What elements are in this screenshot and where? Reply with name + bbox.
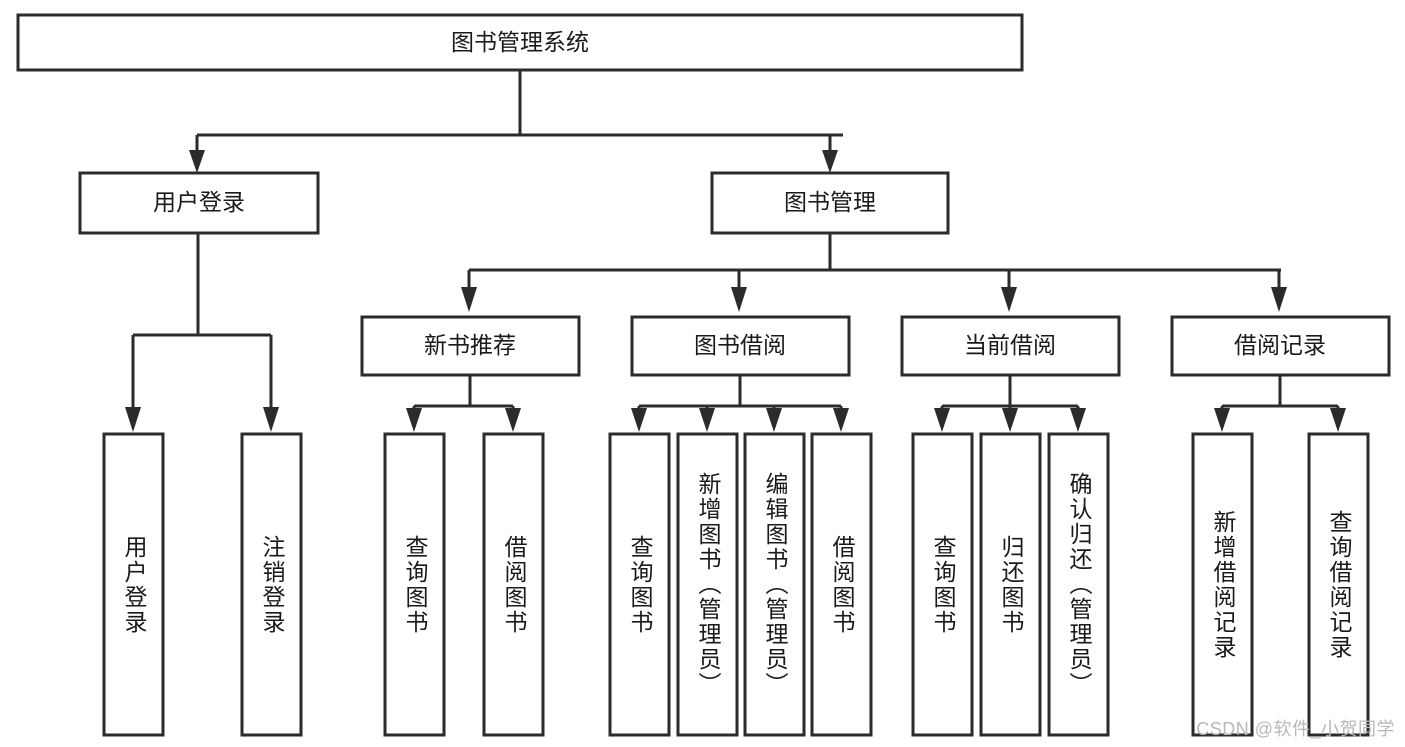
node-borrow-record-box[interactable] — [1170, 315, 1391, 377]
connector-group-root — [189, 70, 843, 173]
node-book-borrow[interactable]: 图书借阅 — [630, 315, 851, 377]
leaf-box-borrow-book-2[interactable] — [810, 432, 873, 737]
leaf-box-confirm-return-admin[interactable] — [1047, 432, 1110, 737]
node-root-label: 图书管理系统 — [451, 29, 589, 55]
leaf-box-borrow-book-1[interactable] — [482, 432, 545, 737]
node-book-mgmt-box[interactable] — [710, 171, 950, 235]
arrow-head-nb-leaf-2 — [505, 408, 521, 432]
node-user-login[interactable]: 用户登录 — [78, 171, 320, 235]
node-borrow-record[interactable]: 借阅记录 — [1170, 315, 1391, 377]
leaf-box-add-borrow-record[interactable] — [1191, 432, 1254, 737]
connector-group-new-book — [406, 375, 521, 432]
arrow-head-bb-leaf-4 — [833, 408, 849, 432]
arrow-head-bb-leaf-1 — [631, 408, 647, 432]
node-new-book-recommend-box[interactable] — [360, 315, 581, 377]
connector-group-user-login — [125, 233, 279, 432]
watermark-text: CSDN @软件_小贺同学 — [1196, 719, 1395, 739]
arrow-head-book-borrow — [731, 287, 747, 312]
leaf-box-query-book-2[interactable] — [608, 432, 671, 737]
node-book-borrow-label: 图书借阅 — [694, 332, 786, 358]
arrow-head-current-borrow — [1001, 287, 1017, 312]
node-new-book-recommend-label: 新书推荐 — [424, 332, 516, 358]
leaf-box-edit-book-admin[interactable] — [743, 432, 806, 737]
arrow-head-leaf-logout — [263, 407, 279, 432]
leaf-box-query-book-3[interactable] — [911, 432, 974, 737]
node-book-borrow-box[interactable] — [630, 315, 851, 377]
arrow-head-br-leaf-1 — [1214, 408, 1230, 432]
leaf-box-query-book-1[interactable] — [383, 432, 446, 737]
node-current-borrow[interactable]: 当前借阅 — [900, 315, 1121, 377]
leaf-box-return-book[interactable] — [979, 432, 1042, 737]
leaf-box-add-book-admin[interactable] — [676, 432, 739, 737]
leaf-box-query-borrow-record[interactable] — [1307, 432, 1370, 737]
node-user-login-label: 用户登录 — [153, 189, 245, 215]
arrow-head-bb-leaf-3 — [766, 408, 782, 432]
arrow-head-new-book — [461, 287, 477, 312]
arrow-head-bb-leaf-2 — [699, 408, 715, 432]
node-new-book-recommend[interactable]: 新书推荐 — [360, 315, 581, 377]
node-root-box[interactable] — [16, 13, 1024, 72]
arrow-head-leaf-user-login — [125, 407, 141, 432]
arrow-head-cb-leaf-3 — [1070, 408, 1086, 432]
arrow-head-br-leaf-2 — [1330, 408, 1346, 432]
arrow-head-user-login — [189, 150, 205, 173]
node-borrow-record-label: 借阅记录 — [1234, 332, 1326, 358]
connector-group-current-borrow — [934, 375, 1086, 432]
connector-group-book-borrow — [631, 375, 849, 432]
node-root[interactable]: 图书管理系统 — [16, 13, 1024, 72]
arrow-head-borrow-record — [1271, 287, 1287, 312]
leaf-box-user-login[interactable] — [102, 432, 165, 737]
arrow-head-cb-leaf-1 — [934, 408, 950, 432]
arrow-head-cb-leaf-2 — [1002, 408, 1018, 432]
arrow-head-nb-leaf-1 — [406, 408, 422, 432]
node-current-borrow-label: 当前借阅 — [964, 332, 1056, 358]
arrow-head-book-mgmt — [822, 150, 838, 173]
node-user-login-box[interactable] — [78, 171, 320, 235]
connector-group-borrow-record — [1214, 375, 1346, 432]
connector-group-book-mgmt — [461, 233, 1287, 312]
node-book-mgmt[interactable]: 图书管理 — [710, 171, 950, 235]
node-book-mgmt-label: 图书管理 — [784, 189, 876, 215]
node-current-borrow-box[interactable] — [900, 315, 1121, 377]
leaf-box-logout[interactable] — [240, 432, 303, 737]
